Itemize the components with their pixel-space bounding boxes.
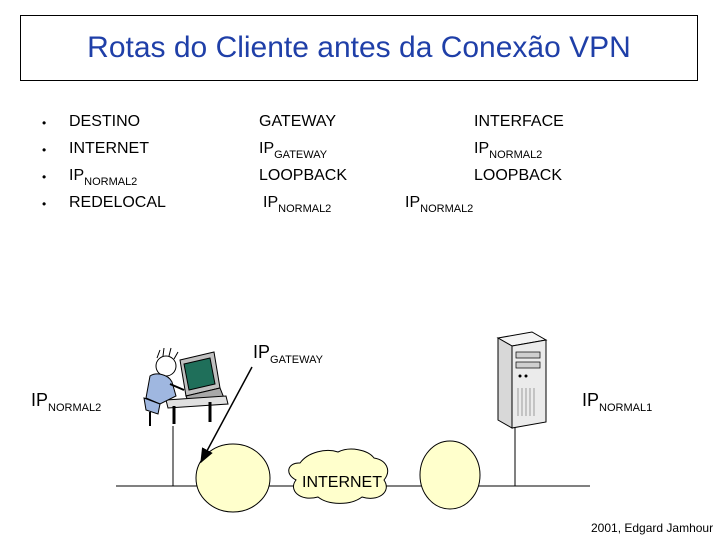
row2-gateway: LOOPBACK: [259, 167, 348, 184]
footer-credit: 2001, Edgard Jamhour: [591, 521, 714, 535]
gateway-arrow: [200, 366, 253, 464]
gateway-ip-label: IPGATEWAY: [253, 342, 323, 366]
header-interface: INTERFACE: [474, 113, 564, 130]
server-ip-label: IPNORMAL1: [582, 390, 653, 414]
client-computer-icon: [143, 347, 229, 426]
row1-interface: IPNORMAL2: [474, 140, 543, 161]
bullet: •: [42, 143, 47, 157]
row2-destino: IPNORMAL2: [69, 167, 138, 188]
client-router-node: [195, 443, 271, 513]
row3-gateway: IPNORMAL2: [263, 194, 332, 215]
bullet: •: [42, 197, 47, 211]
row1-destino: INTERNET: [69, 140, 149, 157]
bullet: •: [42, 116, 47, 130]
bullet: •: [42, 170, 47, 184]
client-ip-label: IPNORMAL2: [31, 390, 102, 414]
internet-cloud: [288, 448, 389, 504]
row1-gateway: IPGATEWAY: [259, 140, 328, 161]
server-icon: [496, 331, 548, 429]
page-title: Rotas do Cliente antes da Conexão VPN: [87, 31, 631, 64]
header-destino: DESTINO: [69, 113, 141, 130]
cloud-label: INTERNET: [302, 474, 382, 491]
server-router-node: [419, 440, 481, 510]
row3-interface: IPNORMAL2: [405, 194, 474, 215]
header-gateway: GATEWAY: [259, 113, 337, 130]
row2-interface: LOOPBACK: [474, 167, 563, 184]
title-box: Rotas do Cliente antes da Conexão VPN: [20, 15, 698, 81]
row3-destino: REDELOCAL: [69, 194, 166, 211]
